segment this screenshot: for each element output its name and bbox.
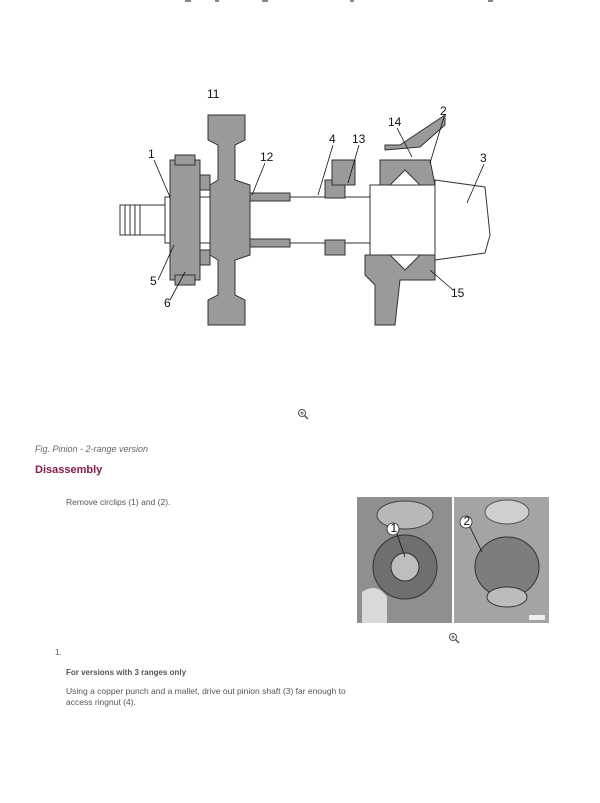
callout-5: 5 [150,274,157,288]
callout-6: 6 [164,296,171,310]
photo-label-1: 1 [391,521,398,535]
section-heading: Disassembly [35,464,103,476]
callout-11: 11 [207,87,220,101]
step-2-instruction: Using a copper punch and a mallet, drive… [66,686,346,707]
callout-2: 2 [440,104,447,118]
callout-13: 13 [352,132,366,146]
step-number: 1. [55,648,62,657]
magnifier-plus-icon[interactable] [297,408,309,420]
top-edge-fragment [185,0,493,2]
figure-caption: Fig. Pinion - 2-range version [35,444,149,454]
callout-4: 4 [329,132,336,146]
callout-12: 12 [260,150,274,164]
circlip-removal-photo: 1 2 [357,497,549,623]
pinion-cross-section-drawing: 1 2 3 4 5 6 11 12 13 14 15 [119,87,491,326]
callout-15: 15 [451,286,465,300]
photo-label-2: 2 [464,514,471,528]
magnifier-plus-icon[interactable] [448,632,460,644]
callout-3: 3 [480,151,487,165]
callout-1: 1 [148,147,155,161]
version-note: For versions with 3 ranges only [66,668,187,677]
step-1-instruction: Remove circlips (1) and (2). [66,497,171,507]
callout-14: 14 [388,115,402,129]
